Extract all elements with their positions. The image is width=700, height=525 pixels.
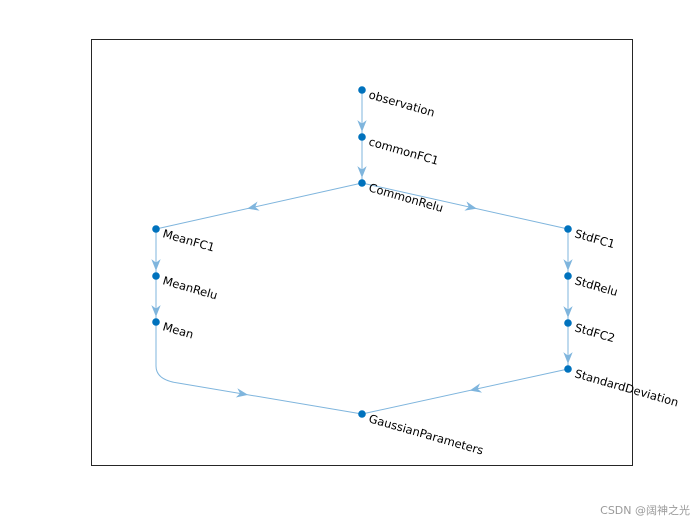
node-MeanFC1-marker (152, 225, 160, 233)
edge-MeanRelu-to-Mean-arrowhead (151, 305, 161, 317)
nodes-layer (152, 86, 572, 418)
node-GaussianParameters-label: GaussianParameters (367, 411, 485, 457)
edge-StdFC2-to-StandardDeviation-arrowhead (563, 352, 573, 364)
node-StdRelu-label: StdRelu (573, 273, 619, 299)
node-MeanRelu-label: MeanRelu (161, 273, 219, 302)
edge-CommonRelu-to-StdFC1-arrowhead (464, 201, 477, 211)
node-GaussianParameters-marker (358, 410, 366, 418)
node-MeanFC1-label: MeanFC1 (161, 226, 216, 254)
node-commonFC1-marker (358, 133, 366, 141)
node-StdFC1-marker (564, 225, 572, 233)
edge-Mean-to-GaussianParameters (155, 322, 363, 415)
edge-MeanFC1-to-MeanRelu (151, 229, 161, 276)
node-StdFC2-label: StdFC2 (573, 320, 616, 345)
node-CommonRelu-label: CommonRelu (367, 180, 445, 215)
node-StdRelu-marker (564, 272, 572, 280)
edge-Mean-to-GaussianParameters-line (155, 322, 363, 415)
edges-layer (151, 90, 573, 415)
edge-StandardDeviation-to-GaussianParameters-arrowhead (469, 383, 483, 393)
node-Mean-label: Mean (161, 319, 195, 341)
edge-CommonRelu-to-MeanFC1-arrowhead (247, 201, 260, 211)
edge-MeanFC1-to-MeanRelu-arrowhead (151, 259, 161, 271)
edge-CommonRelu-to-StdFC1 (361, 182, 569, 230)
edge-CommonRelu-to-MeanFC1-line (155, 182, 363, 230)
edge-observation-to-commonFC1-arrowhead (357, 120, 367, 132)
edge-StandardDeviation-to-GaussianParameters-line (361, 368, 569, 415)
edge-CommonRelu-to-MeanFC1 (155, 182, 363, 230)
edge-StdFC1-to-StdRelu-arrowhead (563, 259, 573, 271)
edge-observation-to-commonFC1 (357, 90, 367, 137)
edge-StdFC2-to-StandardDeviation (563, 323, 573, 369)
labels-layer: observation commonFC1CommonReluMeanFC1Mea… (161, 87, 680, 457)
node-StandardDeviation-marker (564, 365, 572, 373)
edge-CommonRelu-to-StdFC1-line (361, 182, 569, 230)
edge-MeanRelu-to-Mean (151, 276, 161, 322)
csdn-watermark: CSDN @阔神之光 (600, 504, 690, 517)
edge-commonFC1-to-CommonRelu-arrowhead (357, 166, 367, 178)
node-CommonRelu-marker (358, 179, 366, 187)
edge-StandardDeviation-to-GaussianParameters (361, 368, 569, 415)
edge-commonFC1-to-CommonRelu (357, 137, 367, 183)
node-commonFC1-label: commonFC1 (367, 134, 440, 167)
edge-StdFC1-to-StdRelu (563, 229, 573, 276)
node-observation-marker (358, 86, 366, 94)
node-StandardDeviation-label: StandardDeviation (573, 366, 680, 409)
edge-StdRelu-to-StdFC2 (563, 276, 573, 323)
node-Mean-marker (152, 318, 160, 326)
node-StdFC2-marker (564, 319, 572, 327)
node-StdFC1-label: StdFC1 (573, 226, 616, 251)
plot-axes-frame (91, 39, 633, 466)
edge-StdRelu-to-StdFC2-arrowhead (563, 306, 573, 318)
edge-Mean-to-GaussianParameters-arrowhead (235, 388, 249, 398)
node-MeanRelu-marker (152, 272, 160, 280)
node-observation-label: observation (367, 87, 436, 119)
